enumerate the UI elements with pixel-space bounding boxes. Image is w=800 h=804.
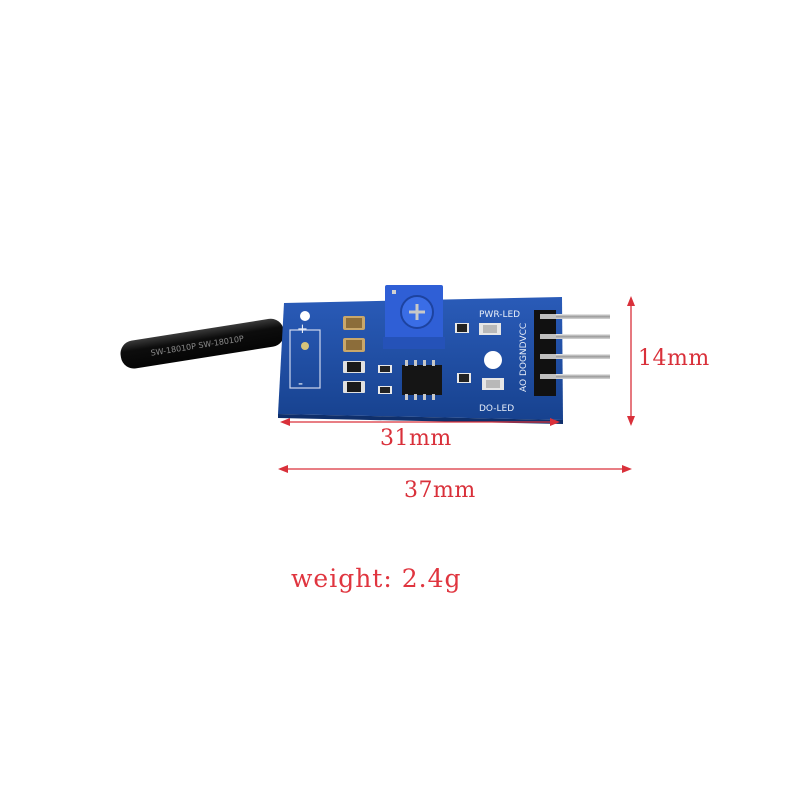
comparator-ic bbox=[402, 360, 442, 400]
pwr-led-label: PWR-LED bbox=[479, 310, 520, 320]
pin-labels: AO DOGNDVCC bbox=[519, 323, 529, 392]
dimension-lines bbox=[278, 296, 635, 473]
header-pins bbox=[534, 310, 610, 396]
minus-label: - bbox=[298, 376, 303, 392]
weight-label: weight bbox=[291, 564, 384, 593]
vibration-switch-tube: SW-18010P SW-18010P bbox=[120, 318, 285, 369]
mounting-hole bbox=[300, 311, 310, 321]
plus-label: + bbox=[297, 322, 308, 337]
weight-caption: weight: 2.4g bbox=[291, 564, 462, 593]
board-length-label: 31mm bbox=[380, 426, 452, 451]
total-length-label: 37mm bbox=[404, 478, 476, 503]
weight-separator: : bbox=[383, 564, 393, 593]
smd-components bbox=[343, 316, 471, 394]
do-led-label: DO-LED bbox=[479, 404, 514, 414]
height-label: 14mm bbox=[638, 346, 710, 371]
weight-value: 2.4g bbox=[401, 564, 462, 593]
pcb-board: + - bbox=[278, 297, 563, 424]
potentiometer bbox=[383, 285, 445, 349]
mounting-hole bbox=[484, 351, 502, 369]
